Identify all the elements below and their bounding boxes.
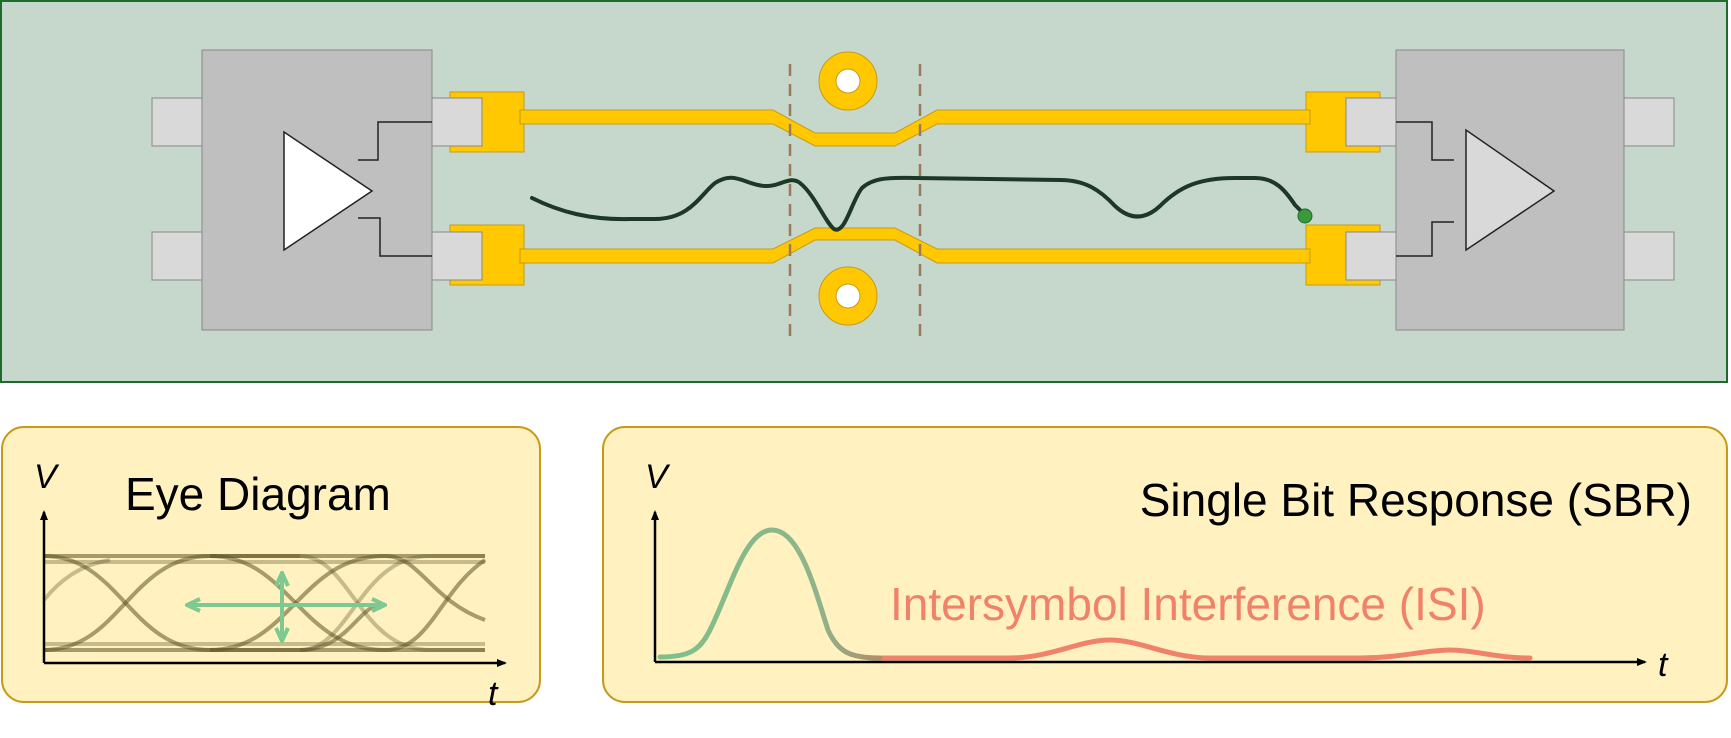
rx-wire-top <box>1396 121 1454 161</box>
sbr-axis-v-label: V <box>645 458 671 496</box>
eye-traces <box>42 553 487 653</box>
eye-trace-cross-3a <box>299 554 485 652</box>
eye-trace-cross-3b <box>299 554 485 652</box>
eye-trace-cross-2b <box>209 554 487 653</box>
sbr-panel: Single Bit Response (SBR) Intersymbol In… <box>602 426 1728 703</box>
eye-trace-edge-left <box>42 558 111 602</box>
tx-pin-bottom-left <box>151 231 203 281</box>
pcb-board <box>0 0 1728 383</box>
eye-panel-background <box>1 426 541 703</box>
eye-axis-t-label: t <box>488 675 499 713</box>
trace-bottom <box>519 227 1311 264</box>
tx-buffer <box>283 121 432 257</box>
eye-trace-fall-1 <box>43 554 386 652</box>
eye-diagram-panel: Eye Diagram V t <box>1 426 541 713</box>
sbr-main-pulse <box>657 527 883 661</box>
tx-pin-top-left <box>151 97 203 147</box>
via-bottom <box>818 266 878 326</box>
tx-pin-top-right <box>431 97 483 147</box>
rx-pin-top-right <box>1623 97 1675 147</box>
isi-tail-curve <box>867 637 1533 661</box>
rx-pin-top-left <box>1345 97 1397 147</box>
eye-panel-title: Eye Diagram <box>125 468 391 520</box>
sbr-panel-title: Single Bit Response (SBR) <box>1140 474 1692 526</box>
sbr-axis-t-label: t <box>1658 646 1669 684</box>
tx-wire-top <box>358 121 432 161</box>
signal-waveform <box>530 175 1307 232</box>
eye-trace-rise-1 <box>43 554 300 652</box>
sbr-panel-background <box>602 426 1728 703</box>
trace-top <box>519 109 1311 147</box>
rx-wire-bottom <box>1396 221 1454 257</box>
rx-buffer-triangle-icon <box>1465 128 1556 252</box>
rx-pin-bottom-left <box>1345 231 1397 281</box>
signal-probe-dot <box>1297 208 1313 224</box>
via-top <box>818 51 878 111</box>
tx-wire-bottom <box>358 217 432 257</box>
eye-trace-cross-2a <box>209 553 486 652</box>
isi-label: Intersymbol Interference (ISI) <box>890 578 1486 630</box>
rx-buffer <box>1396 121 1556 257</box>
tx-buffer-triangle-icon <box>283 130 374 252</box>
rx-pin-bottom-right <box>1623 231 1675 281</box>
tx-pin-bottom-right <box>431 231 483 281</box>
eye-axis-v-label: V <box>34 458 60 496</box>
